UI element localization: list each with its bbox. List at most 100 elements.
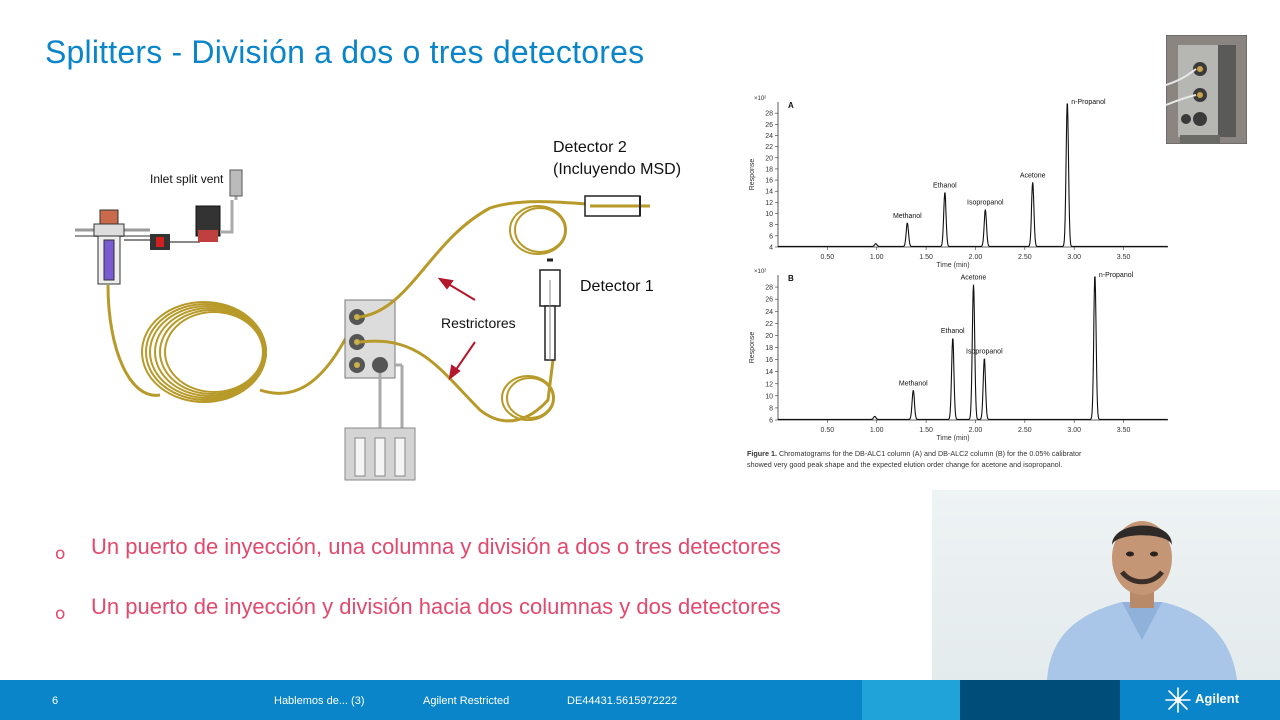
y-tick-label: 12 (765, 200, 773, 207)
x-tick-label: 2.00 (969, 427, 983, 434)
chromatogram-figure: A ×10² 4 6 8 10 12 14 16 18 20 22 24 26 28 0.50 1.00 1.50… (740, 90, 1180, 480)
y-tick-label: 4 (769, 245, 773, 252)
splitter-schematic (75, 169, 650, 481)
splitter-diagram: Inlet split vent Detector 2 (Incluyendo … (60, 120, 760, 500)
y-tick-label: 26 (765, 122, 773, 129)
y-tick-label: 22 (765, 144, 773, 151)
coil-detector1 (501, 375, 555, 421)
x-tick-label: 3.00 (1067, 254, 1081, 261)
chromatogram-trace (778, 103, 1168, 247)
classification-label: Agilent Restricted (423, 695, 510, 707)
y-tick-label: 18 (765, 345, 773, 352)
x-tick-label: 3.50 (1117, 254, 1131, 261)
peak-label: Ethanol (941, 328, 965, 335)
peak-label: Isopropanol (966, 348, 1003, 355)
y-axis-label: Response (749, 159, 756, 191)
x-tick-label: 0.50 (821, 427, 835, 434)
x-tick-label: 3.00 (1067, 427, 1081, 434)
detector1-label: Detector 1 (580, 278, 654, 295)
y-tick-label: 6 (769, 418, 773, 425)
x-axis-label: Time (min) (936, 435, 969, 442)
agilent-spark-icon (1165, 687, 1191, 713)
x-tick-label: 2.50 (1018, 254, 1032, 261)
peak-label: Acetone (961, 275, 987, 282)
chromatogram-svg: A ×10² 4 6 8 10 12 14 16 18 20 22 24 26 28 0.50 1.00 1.50… (747, 96, 1168, 469)
peak-label: Methanol (893, 213, 922, 220)
panel-label: A (788, 101, 794, 110)
y-tick-label: 14 (765, 369, 773, 376)
footer-brand-area (1120, 680, 1280, 720)
y-tick-label: 16 (765, 357, 773, 364)
bullet-marker: o (55, 604, 66, 624)
agilent-logo: Agilent (1163, 686, 1273, 714)
restrictores-label: Restrictores (441, 315, 516, 331)
figure-caption-bold: Figure 1. (747, 449, 777, 458)
y-tick-label: 8 (769, 222, 773, 229)
bullet-text: Un puerto de inyección y división hacia … (91, 594, 781, 619)
y-tick-label: 28 (765, 111, 773, 118)
detector2-body (584, 195, 650, 217)
x-tick-label: 2.50 (1018, 427, 1032, 434)
x-tick-label: 1.00 (870, 427, 884, 434)
bullet-marker: o (55, 544, 66, 564)
y-axis-label: Response (749, 332, 756, 364)
splitter-block (344, 299, 404, 430)
peak-label: Isopropanol (967, 200, 1004, 207)
y-tick-label: 10 (765, 211, 773, 218)
peak-label: n-Propanol (1071, 99, 1106, 106)
y-tick-label: 18 (765, 166, 773, 173)
peak-label: n-Propanol (1099, 272, 1134, 279)
y-exponent-label: ×10² (754, 269, 766, 275)
detector2-label: Detector 2 (553, 139, 627, 156)
y-tick-label: 10 (765, 393, 773, 400)
inlet-assembly (75, 169, 243, 285)
y-tick-label: 22 (765, 321, 773, 328)
x-tick-label: 1.50 (919, 254, 933, 261)
coil-detector2 (509, 205, 567, 255)
peak-label: Acetone (1020, 172, 1046, 179)
detector2-sublabel: (Incluyendo MSD) (553, 161, 682, 178)
detector1-body (539, 258, 561, 361)
agilent-brand-text: Agilent (1195, 691, 1240, 706)
x-tick-label: 3.50 (1117, 427, 1131, 434)
y-tick-label: 24 (765, 133, 773, 140)
figure-caption-line2: showed very good peak shape and the expe… (747, 460, 1062, 469)
presenter-video (932, 490, 1280, 680)
restrictor-arrows (437, 277, 476, 381)
y-tick-label: 14 (765, 189, 773, 196)
peak-label: Ethanol (933, 182, 957, 189)
footer-bar: 6 Hablemos de... (3) Agilent Restricted … (0, 680, 1280, 720)
x-tick-label: 1.00 (870, 254, 884, 261)
slide-title: Splitters - División a dos o tres detect… (45, 34, 645, 70)
document-id: DE44431.5615972222 (567, 695, 678, 707)
footer-accent-dark (960, 680, 1120, 720)
inlet-split-vent-label: Inlet split vent (150, 172, 224, 186)
figure-caption-line1: Figure 1. Chromatograms for the DB-ALC1 … (747, 449, 1082, 458)
splitter-photo-image (1165, 34, 1248, 145)
pressure-module (344, 427, 416, 481)
bullet-text: Un puerto de inyección, una columna y di… (91, 534, 781, 559)
x-tick-label: 1.50 (919, 427, 933, 434)
figure-caption-text: Chromatograms for the DB-ALC1 column (A)… (777, 449, 1082, 458)
y-tick-label: 6 (769, 233, 773, 240)
presentation-name: Hablemos de... (3) (274, 695, 365, 707)
page-number: 6 (52, 695, 59, 707)
x-tick-label: 2.00 (969, 254, 983, 261)
y-tick-label: 20 (765, 155, 773, 162)
x-tick-label: 0.50 (821, 254, 835, 261)
y-tick-label: 12 (765, 381, 773, 388)
y-exponent-label: ×10² (754, 96, 766, 102)
chromatogram-trace (778, 276, 1168, 420)
splitter-photo (1165, 34, 1248, 145)
x-axis-label: Time (min) (936, 262, 969, 269)
column-coil (141, 301, 267, 403)
peak-label: Methanol (899, 380, 928, 387)
y-tick-label: 24 (765, 309, 773, 316)
y-tick-label: 28 (765, 285, 773, 292)
y-tick-label: 8 (769, 405, 773, 412)
panel-label: B (788, 274, 794, 283)
y-tick-label: 16 (765, 178, 773, 185)
footer-accent-light (862, 680, 960, 720)
presenter-webcam (932, 490, 1280, 680)
y-tick-label: 20 (765, 333, 773, 340)
